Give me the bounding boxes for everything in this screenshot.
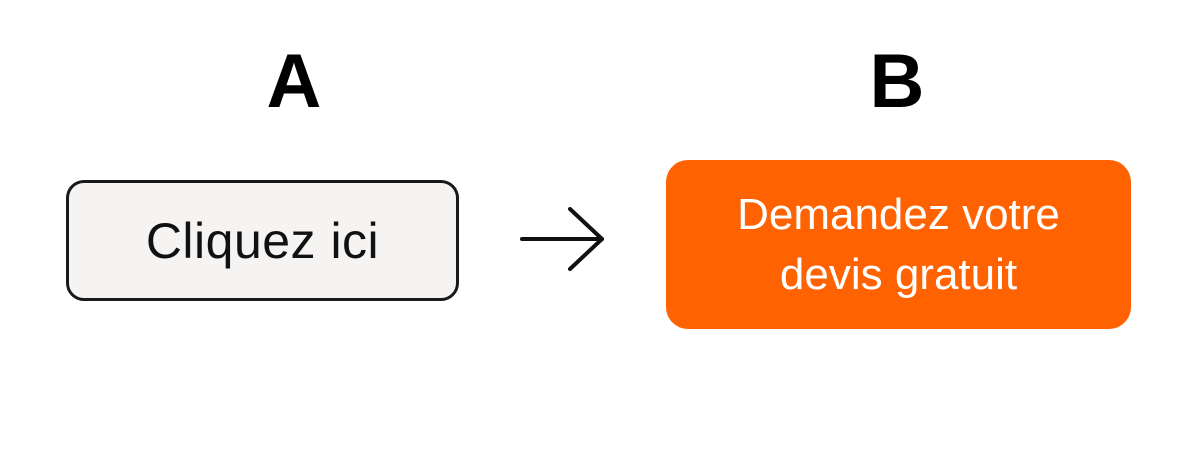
arrow-right-icon <box>520 207 604 271</box>
variant-b-heading: B <box>869 39 925 124</box>
variant-a-heading: A <box>266 39 322 124</box>
demandez-devis-button-label: Demandez votre devis gratuit <box>737 189 1060 299</box>
cliquez-ici-button-label: Cliquez ici <box>145 212 380 269</box>
cliquez-ici-button[interactable]: Cliquez ici <box>66 180 459 301</box>
demandez-devis-button[interactable]: Demandez votre devis gratuit <box>666 160 1131 329</box>
